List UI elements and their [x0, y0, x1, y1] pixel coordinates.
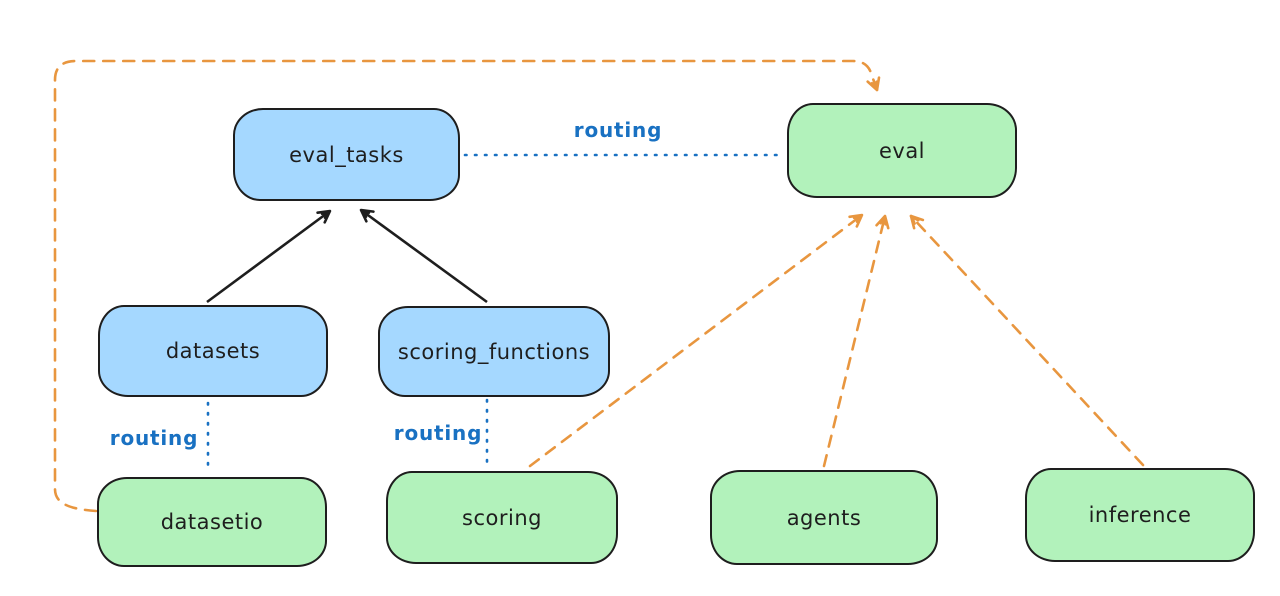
node-datasetio: datasetio: [97, 477, 327, 567]
node-scoring-label: scoring: [462, 505, 542, 530]
routing-label-scoring-functions-scoring: routing: [393, 421, 483, 445]
node-eval-tasks-label: eval_tasks: [289, 142, 404, 167]
routing-label-datasets-datasetio: routing: [109, 426, 199, 450]
node-eval-label: eval: [878, 138, 926, 163]
node-datasetio-label: datasetio: [160, 510, 264, 534]
node-scoring: scoring: [386, 471, 618, 564]
node-eval-tasks: eval_tasks: [233, 108, 460, 201]
node-datasets: datasets: [98, 305, 328, 397]
node-datasets-label: datasets: [165, 339, 261, 363]
edge-agents-to-eval: [822, 214, 890, 468]
edge-inference-to-eval: [909, 214, 1145, 467]
edge-scoring-functions-to-eval-tasks: [359, 208, 488, 304]
node-scoring-functions-label: scoring_functions: [397, 339, 591, 364]
edge-datasets-to-eval-tasks: [206, 209, 332, 304]
node-agents: agents: [710, 470, 938, 565]
node-agents-label: agents: [786, 505, 862, 530]
node-inference-label: inference: [1088, 503, 1192, 527]
node-scoring-functions: scoring_functions: [378, 306, 610, 397]
node-inference: inference: [1025, 468, 1255, 562]
routing-label-eval-tasks-eval: routing: [573, 118, 663, 142]
node-eval: eval: [787, 103, 1017, 198]
